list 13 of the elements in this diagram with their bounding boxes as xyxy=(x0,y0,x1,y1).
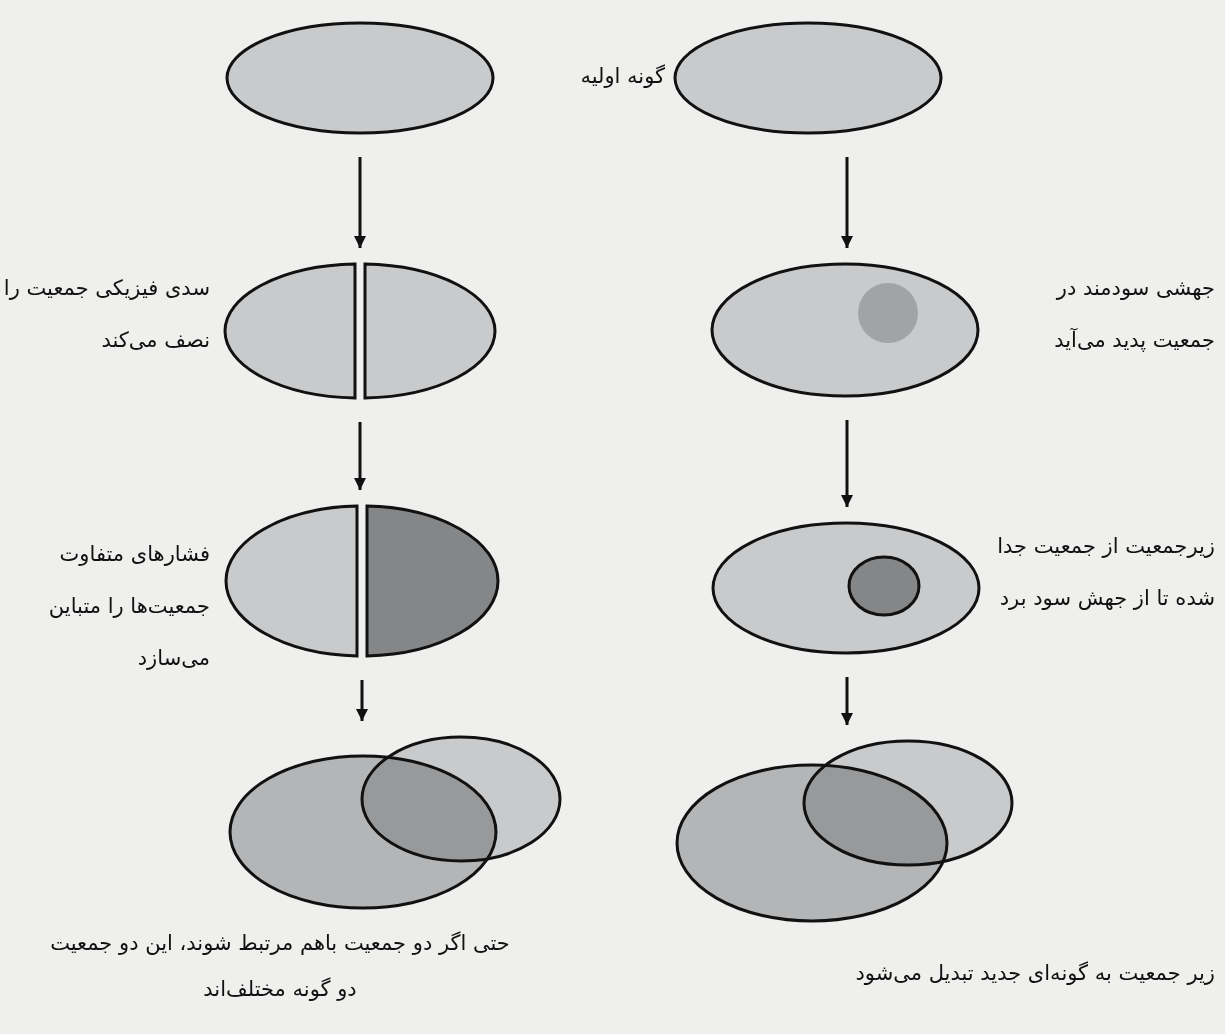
step-description: سدی فیزیکی جمعیت را نصف می‌کند xyxy=(2,275,210,354)
arrow xyxy=(841,157,853,248)
species-label: گونه اولیه xyxy=(579,63,665,90)
arrow xyxy=(841,420,853,507)
arrow xyxy=(841,677,853,725)
arrow xyxy=(354,422,366,490)
result-caption: زیر جمعیت به گونه‌ای جدید تبدیل می‌شود xyxy=(854,960,1215,987)
step-description: فشارهای متفاوت جمعیت‌ها را متباین می‌سازد xyxy=(47,541,210,672)
result-caption: حتی اگر دو جمعیت باهم مرتبط شوند، این دو جمعیت دو گونه مختلف‌اند xyxy=(49,930,511,1003)
step-description: جهشی سودمند در جمعیت پدید می‌آید xyxy=(1053,275,1215,354)
step-description: زیرجمعیت از جمعیت جدا شده تا از جهش سود برد xyxy=(996,533,1215,612)
arrow xyxy=(354,157,366,248)
arrow xyxy=(356,680,368,721)
